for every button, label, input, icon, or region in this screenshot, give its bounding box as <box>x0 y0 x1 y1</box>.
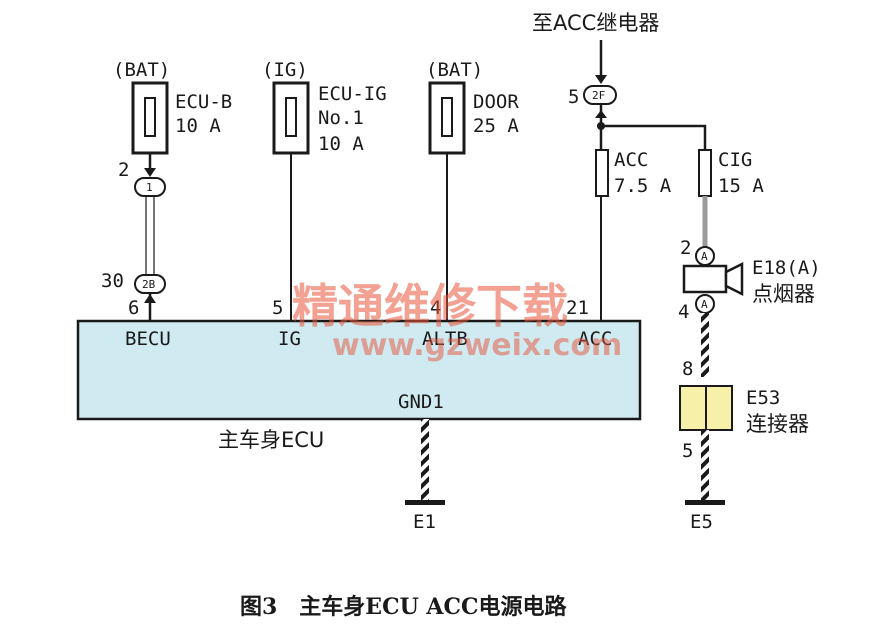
ecu-ground-label: GND1 <box>398 391 444 413</box>
connector2b-label: 2B <box>142 278 156 291</box>
connectorA-bot-pin: 4 <box>678 301 689 323</box>
fuse5-rating: 15 A <box>718 175 764 197</box>
ecu-pin-becu-num: 6 <box>128 297 139 319</box>
connectorA-top-pin: 2 <box>680 237 691 259</box>
fuse2-element <box>285 97 297 137</box>
fuse4-name: ACC <box>614 149 648 171</box>
figure-caption: 图3 主车身ECU ACC电源电路 <box>240 594 568 620</box>
watermark-text: 精通维修下载 <box>292 279 568 333</box>
ground-e1-icon <box>405 500 445 505</box>
ecu-pin-becu-label: BECU <box>125 328 171 350</box>
e53-pin-top: 8 <box>682 358 693 380</box>
ecu-pin-altb-label: ALTB <box>422 328 468 350</box>
connector2f-label: 2F <box>592 89 605 102</box>
wire-ground-e1 <box>421 419 429 500</box>
connector1-label: 1 <box>146 181 153 194</box>
fuse2-rating: 10 A <box>318 133 364 155</box>
connector1-pin: 2 <box>118 159 129 181</box>
lighter-name: 点烟器 <box>752 282 815 306</box>
ecu-pin-ig-num: 5 <box>272 297 283 319</box>
ground-e5-label: E5 <box>690 511 713 533</box>
arrow-up-icon <box>595 110 607 118</box>
ecu-pin-acc-label: ACC <box>578 328 612 350</box>
fuse2-name-line1: ECU-IG <box>318 83 387 105</box>
watermark-url: www.gzweix.com <box>332 328 622 363</box>
ground-e5-icon <box>685 500 725 505</box>
ground-e1-label: E1 <box>413 511 436 533</box>
fuse1-source: (BAT) <box>113 59 170 81</box>
main-body-ecu <box>76 319 642 421</box>
connectorA-top-label: A <box>701 250 708 263</box>
top-note: 至ACC继电器 <box>532 11 659 35</box>
e53-pin-bot: 5 <box>682 440 693 462</box>
fuse3-source: (BAT) <box>426 59 483 81</box>
fuse1-name: ECU-B <box>175 91 232 113</box>
ecu-name: 主车身ECU <box>218 428 324 452</box>
fuse3-rating: 25 A <box>473 115 519 137</box>
fuse4-rating: 7.5 A <box>614 175 672 197</box>
connectorA-bot-label: A <box>701 298 708 311</box>
ecu-pin-ig-label: IG <box>278 328 301 350</box>
lighter-code: E18(A) <box>752 257 821 279</box>
ecu-pin-acc-num: 21 <box>566 297 589 319</box>
lighter-icon <box>724 261 744 297</box>
fuse3-name: DOOR <box>473 91 519 113</box>
wire-ground-e5 <box>701 430 709 500</box>
e53-name: 连接器 <box>746 412 809 436</box>
fuse1-rating: 10 A <box>175 115 221 137</box>
wire-ground-lighter <box>701 313 709 377</box>
fuse2-name-line2: No.1 <box>318 107 364 129</box>
lighter-body <box>682 264 728 294</box>
fuse1-element <box>144 97 156 137</box>
ecu-pin-altb-num: 4 <box>430 297 441 319</box>
arrow-down-icon <box>144 168 156 177</box>
connector2b-pin: 30 <box>101 270 124 292</box>
fuse3-element <box>441 97 453 137</box>
arrow-up-icon <box>144 294 156 303</box>
fuse4-element <box>595 149 609 197</box>
fuse5-element <box>698 149 712 197</box>
fuse5-name: CIG <box>718 149 752 171</box>
wire-cig-branch <box>601 124 707 150</box>
fuse2-source: (IG) <box>262 59 308 81</box>
connector1 <box>134 177 166 197</box>
arrow-down-icon <box>595 75 607 84</box>
e53-code: E53 <box>746 387 780 409</box>
connector2f-pin: 5 <box>568 86 579 108</box>
